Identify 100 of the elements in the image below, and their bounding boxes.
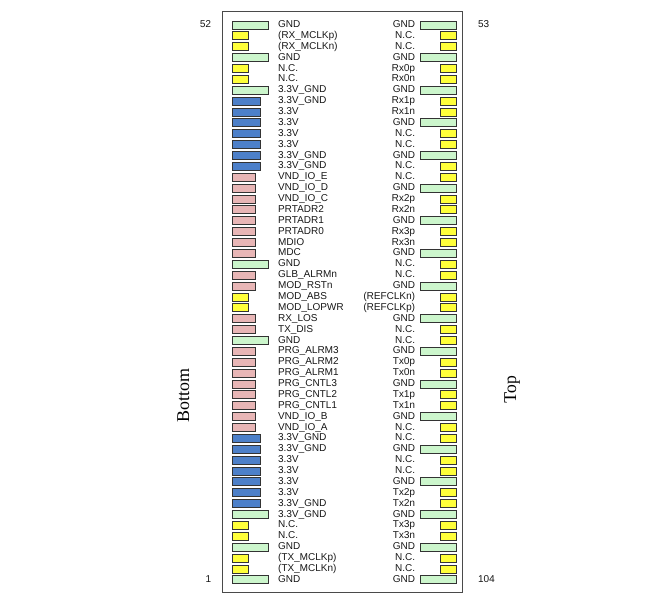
pin-label: VND_IO_D: [278, 182, 328, 194]
pin-label: MOD_ABS: [278, 291, 327, 303]
pin-label: Rx0p: [392, 62, 415, 74]
pin-label: 3.3V_GND: [278, 84, 326, 96]
pin-label: PRG_ALRM3: [278, 345, 339, 357]
pin-label: Tx1p: [392, 388, 415, 401]
pin-label: 3.3V_GND: [278, 95, 326, 107]
pin-label: GND: [392, 443, 415, 455]
pin-label: Tx2p: [392, 486, 415, 499]
pin-label: GND: [392, 312, 415, 325]
pin-label: 3.3V: [278, 465, 299, 477]
pin-label: VND_IO_E: [278, 171, 328, 183]
pin-label: PRG_CNTL1: [278, 400, 337, 412]
pin-label: Rx2p: [392, 193, 415, 205]
pin-label: GND: [278, 19, 300, 30]
pin-label: MOD_RSTn: [278, 280, 332, 292]
pin-label: GND: [392, 52, 415, 64]
pin-label: Tx3p: [392, 519, 415, 531]
pin-label: 3.3V: [278, 486, 299, 499]
pin-label: Rx3n: [392, 236, 415, 248]
pin-label: GND: [278, 541, 300, 552]
pin-label: Tx1n: [392, 400, 415, 412]
pin-label: GND: [392, 345, 415, 357]
pin-label: N.C.: [395, 40, 415, 53]
pin-label: GLB_ALRMn: [278, 269, 337, 281]
pin-label: GND: [278, 52, 300, 64]
pin-label: (RX_MCLKp): [278, 30, 338, 42]
pin-label: 3.3V: [278, 116, 299, 129]
pin-label: (REFCLKp): [363, 302, 415, 314]
pin-label: PRG_ALRM2: [278, 356, 339, 368]
pin-label: GND: [392, 378, 415, 390]
pin-label: MDC: [278, 247, 301, 259]
pin-label: N.C.: [278, 530, 298, 542]
pin-number: 52: [200, 19, 211, 31]
pin-label: PRG_ALRM1: [278, 367, 339, 379]
side-label: Top: [500, 375, 520, 403]
pin-label: GND: [392, 247, 415, 259]
pin-label: VND_IO_B: [278, 410, 328, 423]
pin-label: 3.3V: [278, 138, 299, 151]
pin-label: N.C.: [395, 324, 415, 336]
pin-label: N.C.: [395, 128, 415, 140]
pin-label: N.C.: [395, 422, 415, 433]
side-label: Bottom: [173, 368, 193, 422]
pin-label: 3.3V_GND: [278, 498, 326, 510]
pin-label: GND: [392, 508, 415, 520]
pin-label: VND_IO_C: [278, 193, 328, 205]
pin-label: 3.3V: [278, 476, 299, 488]
pin-label: GND: [392, 19, 415, 31]
pin-number: 104: [478, 574, 495, 586]
pin-label: GND: [392, 476, 415, 488]
pin-label: PRG_CNTL2: [278, 388, 337, 401]
pin-label: 3.3V_GND: [278, 150, 326, 161]
pin-label: N.C.: [395, 171, 415, 183]
pin-label: GND: [392, 541, 415, 553]
pin-label: GND: [392, 84, 415, 96]
pin-number: 1: [205, 574, 211, 586]
pin-label: Rx1p: [392, 95, 415, 107]
pin-label: GND: [392, 280, 415, 292]
pin-label: N.C.: [395, 160, 415, 172]
pin-label: GND: [278, 334, 300, 346]
pin-label: 3.3V_GND: [278, 160, 326, 172]
pin-label: N.C.: [395, 563, 415, 575]
pin-label: N.C.: [395, 258, 415, 270]
pin-label: Tx2n: [392, 498, 415, 510]
pin-label: N.C.: [278, 519, 298, 531]
pin-number: 53: [478, 19, 490, 31]
pin-label: GND: [392, 150, 415, 161]
pin-label: Rx3p: [392, 226, 415, 238]
pin-label: 3.3V: [278, 106, 299, 118]
pin-label: GND: [392, 574, 415, 586]
pin-label: N.C.: [395, 138, 415, 151]
pin-label: N.C.: [395, 432, 415, 444]
pin-label: 3.3V: [278, 128, 299, 140]
pin-label: MDIO: [278, 236, 304, 248]
pin-label: (RX_MCLKn): [278, 40, 338, 53]
pin-label: RX_LOS: [278, 312, 318, 325]
pin-label: Tx0p: [392, 356, 415, 368]
pin-label: PRTADR2: [278, 204, 324, 216]
pin-label: GND: [392, 410, 415, 423]
pin-label: GND: [278, 574, 300, 586]
pin-label: N.C.: [395, 269, 415, 281]
pin-label: Rx0n: [392, 73, 415, 85]
pin-label: 3.3V: [278, 454, 299, 466]
pin-label: Tx3n: [392, 530, 415, 542]
pin-label: Tx0n: [392, 367, 415, 379]
pin-label: (TX_MCLKn): [278, 563, 336, 575]
pin-label: N.C.: [395, 334, 415, 346]
pin-label: MOD_LOPWR: [278, 302, 344, 314]
pin-label: N.C.: [395, 465, 415, 477]
pin-label: PRTADR1: [278, 214, 324, 227]
pin-label: 3.3V_GND: [278, 432, 326, 444]
pin-label: N.C.: [278, 62, 298, 74]
pin-label: PRTADR0: [278, 226, 324, 238]
pin-label: VND_IO_A: [278, 422, 328, 433]
pin-label: N.C.: [395, 30, 415, 42]
pin-label: N.C.: [395, 552, 415, 564]
pin-label: N.C.: [395, 454, 415, 466]
pin-label: TX_DIS: [278, 324, 314, 336]
pin-label: GND: [392, 214, 415, 227]
pin-label: Rx2n: [392, 204, 415, 216]
